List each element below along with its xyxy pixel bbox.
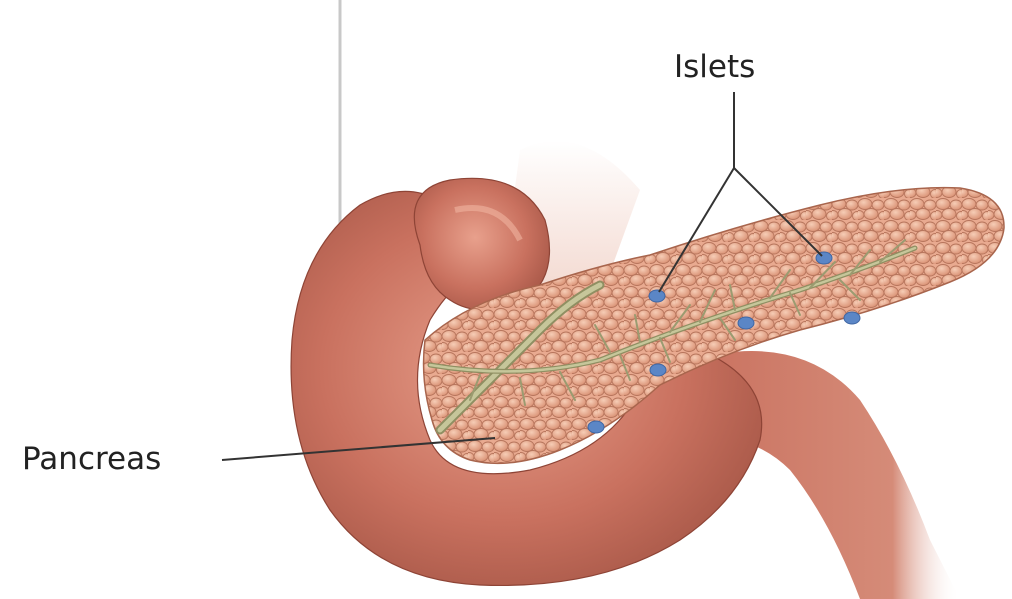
islet-dot-icon (649, 290, 665, 302)
islet-dot-icon (738, 317, 754, 329)
islet-dot-icon (588, 421, 604, 433)
pancreas-label: Pancreas (22, 444, 161, 475)
islet-dot-icon (844, 312, 860, 324)
islet-dot-icon (650, 364, 666, 376)
islets-label: Islets (674, 52, 755, 83)
